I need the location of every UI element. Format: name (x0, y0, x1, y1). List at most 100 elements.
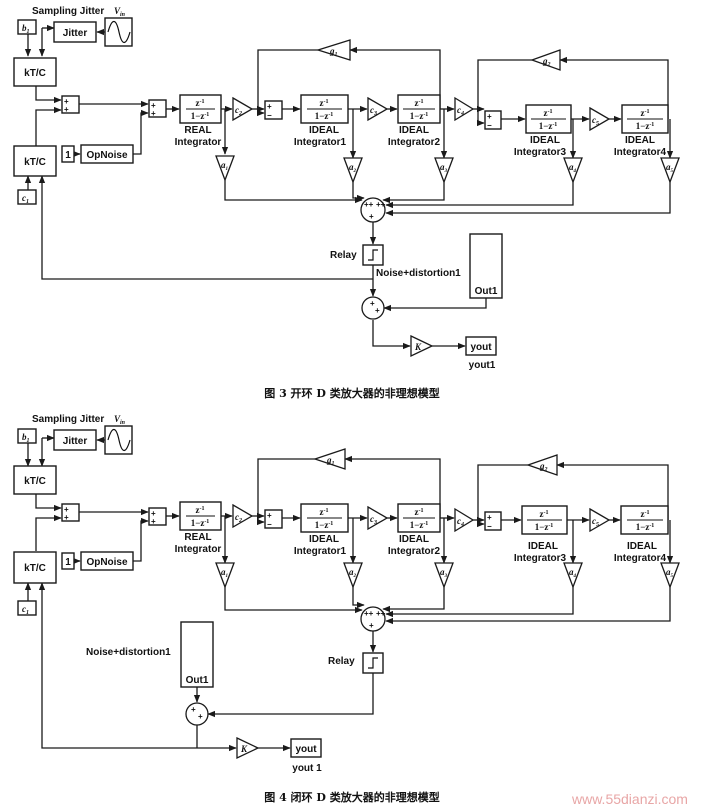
vin-label: Vin (114, 414, 126, 426)
noise-summer[interactable] (361, 296, 385, 320)
g2-label: g2 (542, 56, 551, 68)
yout-block[interactable] (465, 336, 497, 356)
summer-signs: ++ (364, 609, 374, 618)
c4-gain-block[interactable] (454, 96, 475, 122)
ideal-4-label-b: Integrator4 (614, 553, 667, 564)
k-gain-block[interactable] (410, 334, 434, 358)
out1-label: Out1 (475, 286, 498, 297)
ideal-4-label-a: IDEAL (627, 541, 657, 552)
a5-gain-block[interactable] (660, 157, 680, 184)
ideal-4-label-a: IDEAL (625, 135, 655, 146)
out1-block[interactable] (180, 621, 214, 688)
ktc-block-bottom[interactable] (13, 551, 57, 584)
opnoise-block[interactable] (80, 551, 134, 571)
sum-4-sign-2: − (487, 121, 492, 130)
out1-block[interactable] (469, 233, 503, 299)
c2-gain-block[interactable] (232, 96, 254, 122)
output-summer[interactable] (360, 606, 386, 632)
sum-block-2[interactable] (148, 99, 167, 118)
ideal-2-num: z-1 (415, 98, 424, 108)
sum-2-sign: + (151, 101, 156, 110)
a3-gain-block[interactable] (434, 157, 454, 184)
yout-block[interactable] (290, 738, 322, 758)
b1-block[interactable] (17, 428, 37, 444)
sum-3-sign: + (267, 102, 272, 111)
ideal-4-label-b: Integrator4 (614, 147, 667, 158)
real-integrator-num: z-1 (196, 98, 205, 108)
g1-gain-block[interactable] (312, 448, 346, 470)
out1-label: Out1 (186, 675, 209, 686)
a1-gain-block[interactable] (215, 155, 235, 182)
jitter-label: Jitter (63, 436, 88, 447)
a3-label: a3 (440, 162, 448, 174)
c4-gain-block[interactable] (454, 507, 475, 533)
summer-signs-3: + (369, 212, 374, 221)
c2-gain-block[interactable] (232, 503, 254, 529)
ideal-2-label-b: Integrator2 (388, 546, 441, 557)
a4-gain-block[interactable] (563, 157, 583, 184)
c1-block[interactable] (17, 189, 37, 205)
sum-4-sign-2: − (487, 522, 492, 531)
c4-label: c4 (457, 516, 464, 528)
opnoise-label: OpNoise (86, 557, 128, 568)
c5-gain-block[interactable] (589, 507, 611, 533)
ideal-2-den: 1−z-1 (410, 111, 429, 121)
ktc-block-top[interactable] (13, 57, 57, 87)
ideal-4-den: 1−z-1 (636, 121, 655, 131)
a2-gain-block[interactable] (343, 562, 363, 589)
a1-gain-block[interactable] (215, 562, 235, 589)
constant-one-block[interactable] (61, 552, 75, 570)
figure-3-open-loop-model: b1 Sampling Jitter Vin Jitter kT/C kT/C … (13, 6, 680, 400)
sum-block-2[interactable] (148, 507, 167, 526)
jitter-block[interactable] (53, 21, 97, 43)
sum-1-sign-2: + (64, 105, 69, 114)
figure-3-caption: 图 3 开环 D 类放大器的非理想模型 (264, 386, 440, 400)
sum-block-1[interactable] (61, 95, 80, 114)
k-gain-block[interactable] (236, 736, 260, 760)
sum-3-sign-2: − (267, 111, 272, 120)
c3-gain-block[interactable] (367, 96, 389, 122)
sum-block-4[interactable] (484, 511, 502, 531)
b1-label: b1 (22, 432, 30, 444)
sum-block-4[interactable] (484, 110, 502, 130)
output-summer[interactable] (360, 197, 386, 223)
sum-block-3[interactable] (264, 509, 283, 529)
constant-one-block[interactable] (61, 145, 75, 163)
g1-gain-block[interactable] (315, 39, 351, 61)
a5-label: a5 (666, 567, 674, 579)
ktc-block-bottom[interactable] (13, 145, 57, 177)
c3-gain-block[interactable] (367, 505, 389, 531)
g2-gain-block[interactable] (530, 49, 561, 71)
constant-one-label: 1 (65, 557, 71, 568)
opnoise-block[interactable] (80, 144, 134, 164)
c3-label: c3 (370, 514, 377, 526)
b1-block[interactable] (17, 19, 37, 35)
yout-label: yout (470, 342, 492, 353)
c1-block[interactable] (17, 600, 37, 616)
sum-block-3[interactable] (264, 100, 283, 120)
summer-signs: ++ (364, 200, 374, 209)
ideal-3-den: 1−z-1 (535, 522, 554, 532)
ktc-label-top: kT/C (24, 476, 46, 487)
noise-summer-sign: + (191, 705, 196, 714)
c5-gain-block[interactable] (589, 106, 611, 132)
figure-4-closed-loop-model: b1 Sampling Jitter Vin Jitter kT/C kT/C … (13, 414, 680, 804)
real-integrator-num: z-1 (196, 505, 205, 515)
a3-gain-block[interactable] (434, 562, 454, 589)
vin-label: Vin (114, 6, 126, 18)
g1-label: g1 (329, 46, 338, 58)
sum-block-1[interactable] (61, 503, 80, 522)
a5-gain-block[interactable] (660, 562, 680, 589)
a4-gain-block[interactable] (563, 562, 583, 589)
yout1-label: yout 1 (292, 763, 322, 774)
jitter-block[interactable] (53, 429, 97, 451)
jitter-label: Jitter (63, 28, 88, 39)
sum-3-sign: + (267, 511, 272, 520)
ktc-block-top[interactable] (13, 465, 57, 495)
g2-gain-block[interactable] (526, 454, 558, 476)
noise-summer[interactable] (185, 702, 209, 726)
ideal-1-den: 1−z-1 (315, 520, 334, 530)
a2-gain-block[interactable] (343, 157, 363, 184)
ideal-2-label-a: IDEAL (399, 534, 429, 545)
